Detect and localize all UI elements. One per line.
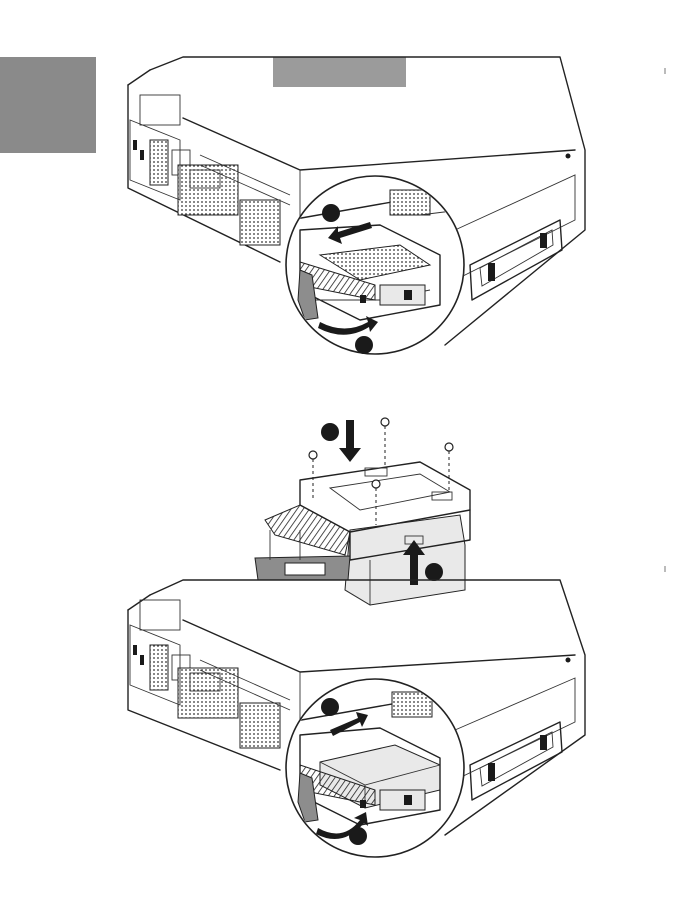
detail-zoom-circle	[286, 176, 464, 354]
server-rear-panel	[130, 600, 290, 748]
down-arrow-icon	[339, 420, 361, 462]
step-marker	[355, 336, 373, 354]
insert-tray-figure	[0, 575, 680, 875]
screw-icon	[372, 480, 380, 525]
server-rear-panel	[130, 95, 290, 245]
step-marker	[322, 204, 340, 222]
detail-zoom-circle	[286, 679, 464, 857]
screw-icon	[309, 451, 317, 500]
step-marker	[349, 827, 367, 845]
screw-icon	[381, 418, 389, 465]
remove-tray-figure	[0, 0, 680, 370]
step-marker	[321, 423, 339, 441]
step-marker	[321, 698, 339, 716]
screw-icon	[445, 443, 453, 490]
